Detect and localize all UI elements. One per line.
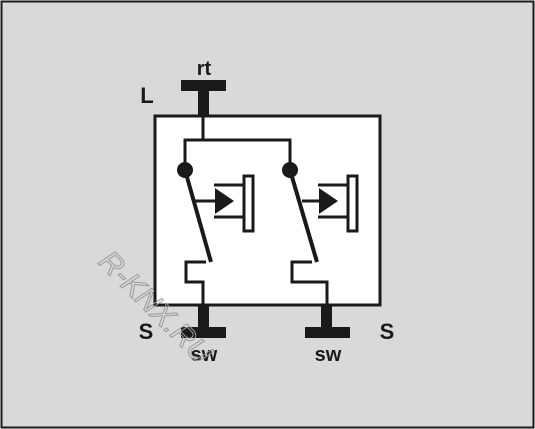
switch-housing [153, 114, 382, 307]
push-actuator-right [302, 174, 359, 233]
terminal-label-line: L [140, 83, 153, 108]
switch-lever-right [288, 169, 319, 263]
switch-lever-left [183, 169, 213, 263]
terminal-label-switch-left: S [139, 319, 154, 344]
switch-right [282, 162, 359, 305]
switch-left [177, 162, 255, 305]
contact-right [290, 260, 329, 305]
bottom-terminal-left [181, 305, 226, 338]
push-actuator-left [195, 174, 255, 233]
terminal-label-out-left: sw [191, 344, 218, 366]
terminal-label-out-right: sw [315, 344, 342, 366]
bottom-terminal-right [305, 305, 350, 338]
top-terminal [181, 80, 226, 116]
terminal-label-top: rt [197, 58, 212, 80]
contact-left [184, 260, 206, 305]
terminal-label-switch-right: S [380, 319, 395, 344]
